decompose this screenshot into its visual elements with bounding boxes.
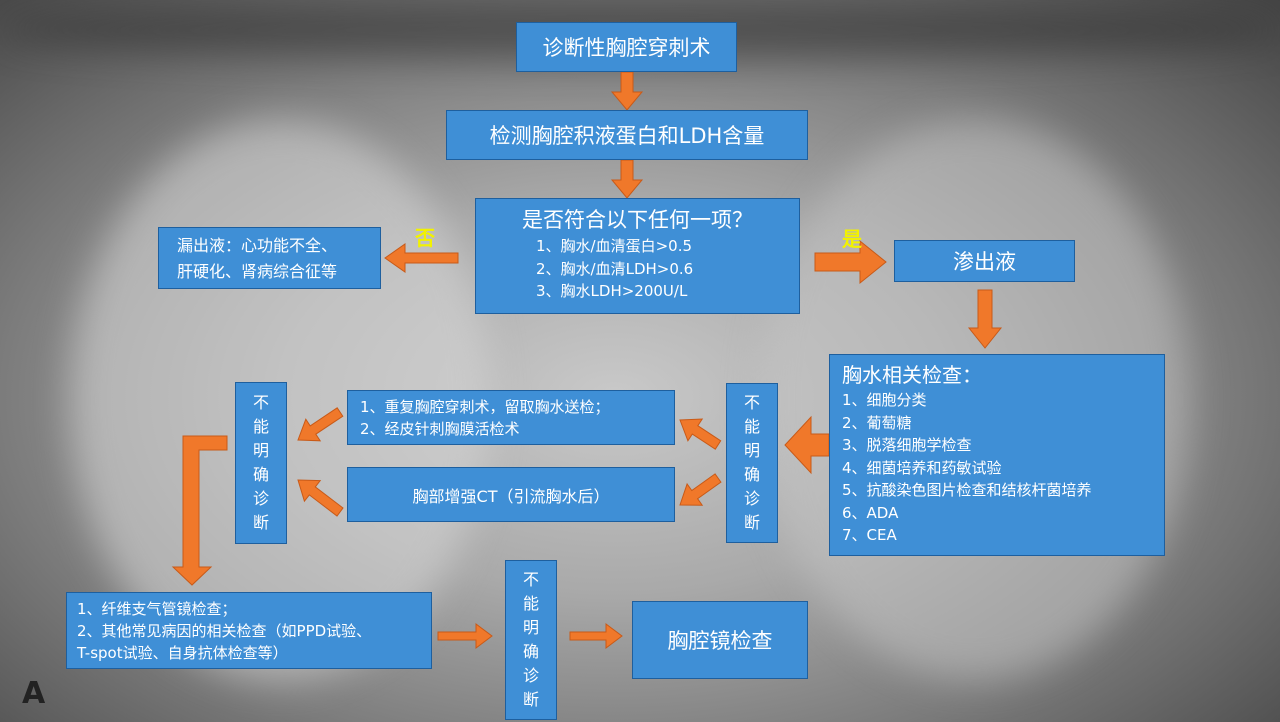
undiagnosed-bottom-text: 不能明确诊断 — [522, 570, 539, 709]
criteria-item: 1、胸水/血清蛋白>0.5 — [536, 237, 693, 255]
exudate-box: 渗出液 — [894, 240, 1075, 282]
repeat-puncture-box: 1、重复胸腔穿刺术，留取胸水送检； 2、经皮针刺胸膜活检术 — [347, 390, 675, 445]
transudate-line: 肝硬化、肾病综合征等 — [177, 262, 338, 281]
bronchoscopy-box: 1、纤维支气管镜检查； 2、其他常见病因的相关检查（如PPD试验、 T-spot… — [66, 592, 432, 669]
arrow-ct-to-undiagnosed — [297, 479, 344, 517]
diagnostic-puncture-text: 诊断性胸腔穿刺术 — [542, 36, 711, 60]
arrow-no-to-transudate — [384, 243, 459, 273]
exudate-text: 渗出液 — [953, 250, 1016, 274]
pleural-test-item: 4、细菌培养和药敏试验 — [842, 458, 1002, 477]
undiagnosed-left-box: 不能明确诊断 — [235, 382, 287, 544]
arrow-repeat-to-undiagnosed — [297, 407, 344, 442]
yes-label: 是 — [842, 227, 862, 251]
arrow-undiagnosed-to-bronchoscopy — [171, 435, 228, 586]
arrow-exudate-to-tests — [967, 289, 1003, 349]
bronchoscopy-item: T-spot试验、自身抗体检查等） — [77, 644, 288, 662]
pleural-tests-box: 胸水相关检查： 1、细胞分类 2、葡萄糖 3、脱落细胞学检查 4、细菌培养和药敏… — [829, 354, 1165, 556]
thoracoscopy-text: 胸腔镜检查 — [667, 629, 773, 653]
criteria-item: 2、胸水/血清LDH>0.6 — [536, 259, 694, 278]
arrow-tests-to-undiagnosed — [784, 415, 830, 475]
pleural-test-item: 1、细胞分类 — [842, 391, 927, 409]
bronchoscopy-item: 1、纤维支气管镜检查； — [77, 600, 237, 618]
arrow-to-chest-ct — [679, 473, 722, 506]
transudate-box: 漏出液：心功能不全、 肝硬化、肾病综合征等 — [158, 227, 381, 289]
undiagnosed-right-box: 不能明确诊断 — [726, 383, 778, 543]
arrow-undiagnosed-to-thoracoscopy — [569, 623, 623, 649]
pleural-test-item: 3、脱落细胞学检查 — [842, 436, 972, 454]
detect-protein-ldh-box: 检测胸腔积液蛋白和LDH含量 — [446, 110, 808, 160]
criteria-item: 3、胸水LDH>200U/L — [536, 282, 688, 300]
undiagnosed-right-text: 不能明确诊断 — [743, 393, 760, 532]
pleural-test-item: 7、CEA — [842, 526, 897, 544]
arrow-yes-to-exudate — [814, 239, 887, 285]
repeat-item: 1、重复胸腔穿刺术，留取胸水送检； — [360, 398, 610, 416]
pleural-tests-title: 胸水相关检查： — [842, 363, 982, 387]
undiagnosed-bottom-box: 不能明确诊断 — [505, 560, 557, 720]
no-label: 否 — [415, 226, 435, 250]
arrow-bronch-to-undiagnosed — [437, 623, 493, 649]
chest-ct-box: 胸部增强CT（引流胸水后） — [347, 467, 675, 522]
bronchoscopy-item: 2、其他常见病因的相关检查（如PPD试验、 — [77, 622, 372, 640]
criteria-box: 是否符合以下任何一项？ 1、胸水/血清蛋白>0.5 2、胸水/血清LDH>0.6… — [475, 198, 800, 314]
corner-logo: A — [22, 676, 46, 711]
pleural-test-item: 2、葡萄糖 — [842, 413, 912, 432]
transudate-line: 漏出液：心功能不全、 — [177, 236, 338, 255]
thoracoscopy-box: 胸腔镜检查 — [632, 601, 808, 679]
criteria-title: 是否符合以下任何一项？ — [522, 208, 753, 232]
chest-ct-text: 胸部增强CT（引流胸水后） — [412, 486, 610, 506]
diagnostic-puncture-box: 诊断性胸腔穿刺术 — [516, 22, 737, 72]
repeat-item: 2、经皮针刺胸膜活检术 — [360, 420, 520, 438]
arrow-detect-to-criteria — [610, 159, 644, 199]
detect-protein-ldh-text: 检测胸腔积液蛋白和LDH含量 — [489, 124, 765, 148]
arrow-puncture-to-detect — [610, 71, 644, 111]
pleural-test-item: 5、抗酸染色图片检查和结核杆菌培养 — [842, 481, 1092, 499]
arrow-to-repeat-puncture — [679, 418, 722, 450]
undiagnosed-left-text: 不能明确诊断 — [252, 393, 269, 532]
pleural-test-item: 6、ADA — [842, 503, 899, 522]
